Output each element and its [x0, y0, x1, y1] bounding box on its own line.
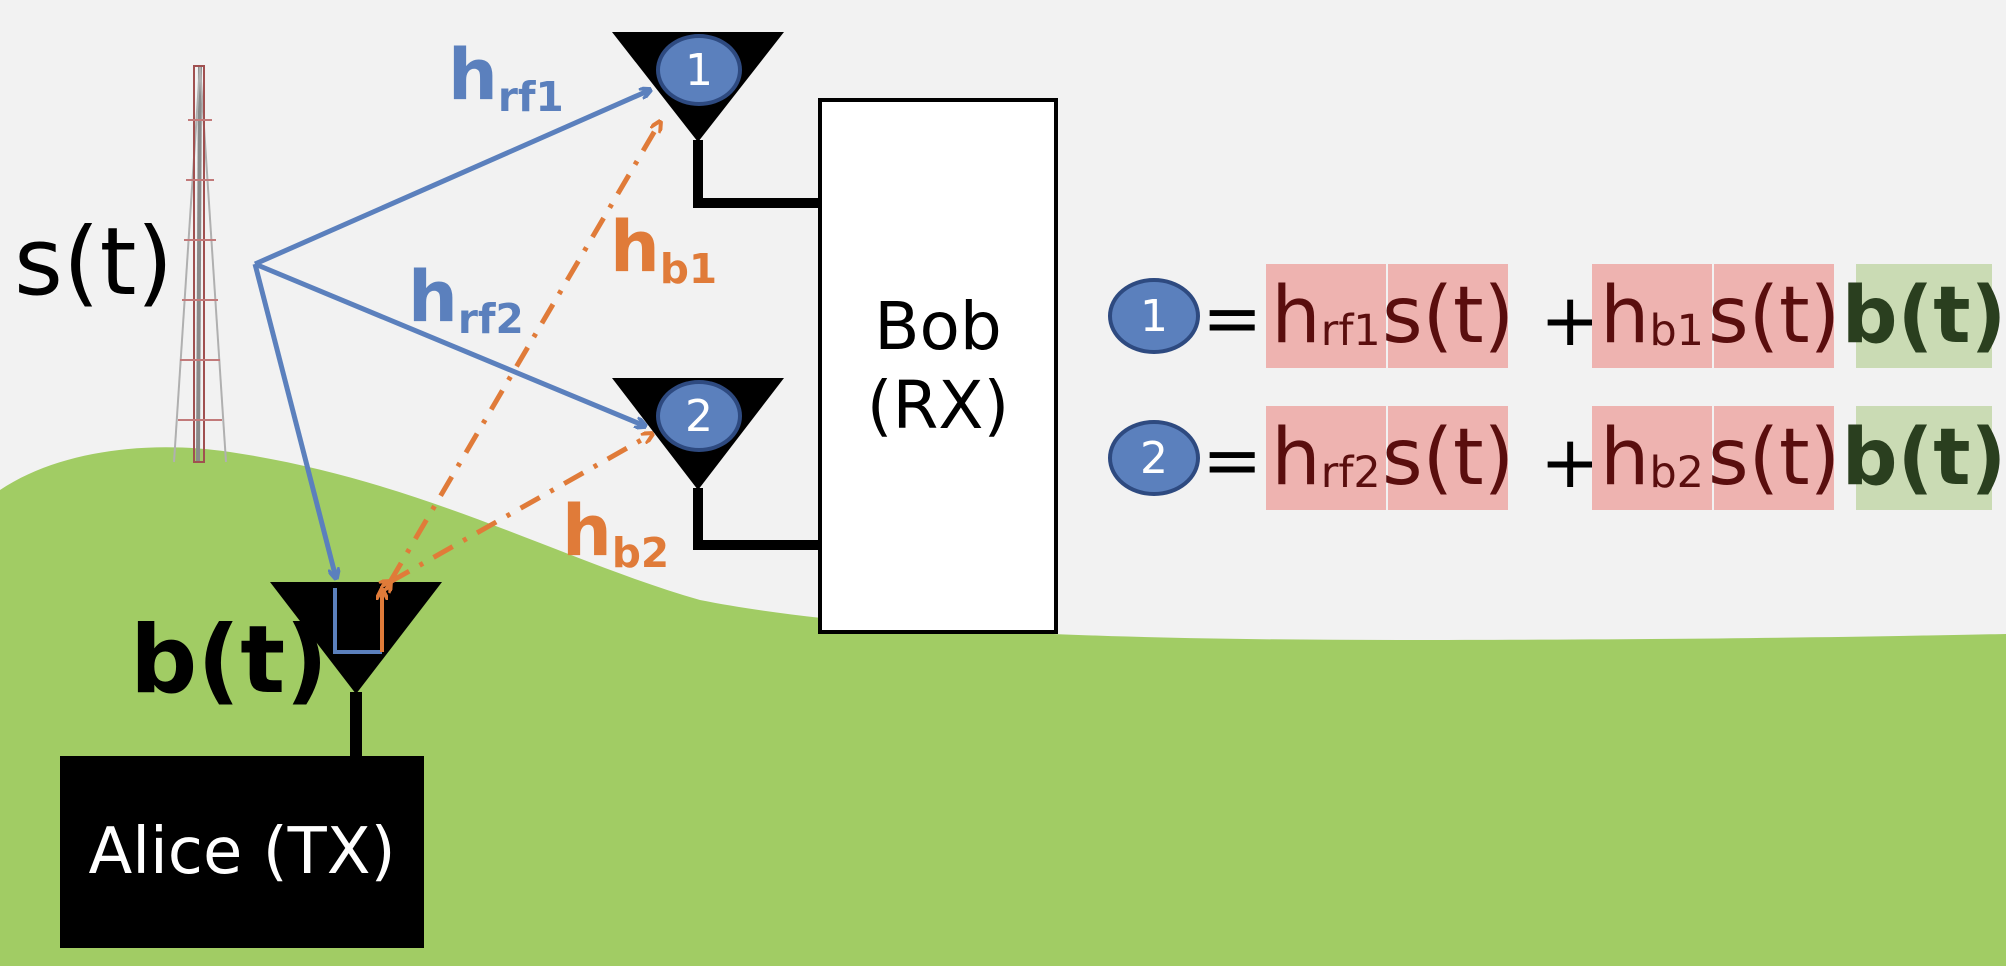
tag-antenna-icon	[270, 582, 442, 758]
alice-tx-box: Alice (TX)	[60, 756, 424, 948]
channel-rf2-label: hrf2	[408, 256, 524, 344]
bob-rx-box: Bob (RX)	[818, 98, 1058, 634]
antenna-1-badge: 1	[656, 34, 742, 106]
equation-2-plus: +	[1540, 420, 1601, 504]
equation-2-term-1-signal: s(t)	[1382, 406, 1514, 510]
path-b1	[390, 122, 660, 582]
channel-b1-label: hb1	[610, 206, 718, 294]
source-signal-label: s(t)	[14, 208, 174, 317]
equation-2-antenna-badge: 2	[1108, 420, 1200, 496]
bob-label: Bob	[874, 287, 1002, 365]
equation-2-tag-term: b(t)	[1842, 406, 2006, 510]
bob-role-label: (RX)	[866, 367, 1010, 444]
channel-rf1-label: hrf1	[448, 34, 564, 122]
equation-1-plus: +	[1540, 278, 1601, 362]
alice-label: Alice (TX)	[88, 815, 396, 889]
antenna-2-badge: 2	[656, 380, 742, 452]
equation-2-term-2-signal: s(t)	[1708, 406, 1840, 510]
equation-1-tag-term: b(t)	[1842, 264, 2006, 368]
equation-1-equals: =	[1202, 276, 1263, 360]
path-rf1	[253, 90, 650, 267]
path-rf-tag	[252, 263, 336, 578]
tower-icon	[173, 65, 227, 463]
equation-2-equals: =	[1202, 418, 1263, 502]
equation-1-term-1-signal: s(t)	[1382, 264, 1514, 368]
tag-signal-label: b(t)	[130, 606, 329, 715]
equation-1-antenna-badge: 1	[1108, 278, 1200, 354]
equation-1-term-2-signal: s(t)	[1708, 264, 1840, 368]
path-b2	[390, 434, 652, 582]
channel-b2-label: hb2	[562, 490, 670, 578]
